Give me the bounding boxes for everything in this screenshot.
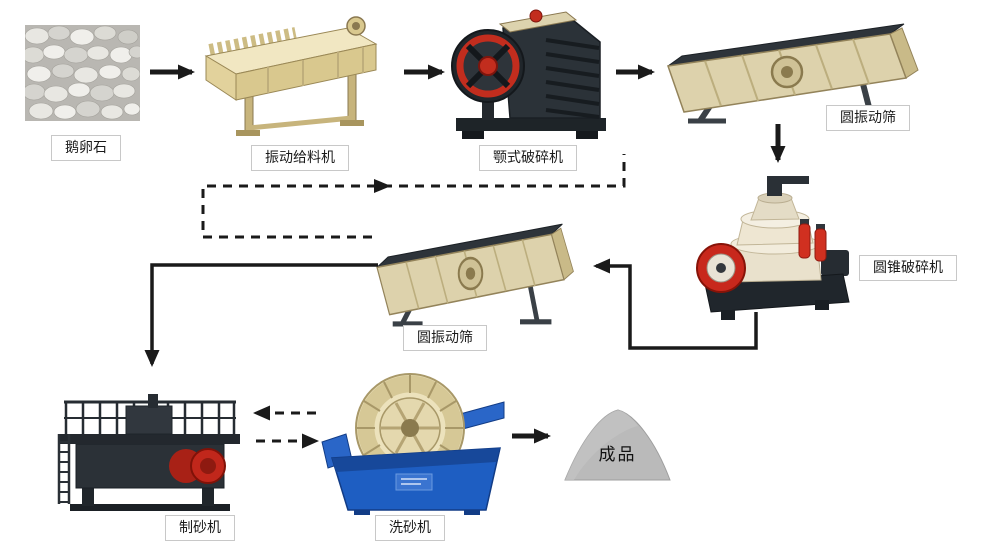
label-sand-maker: 制砂机 bbox=[165, 515, 235, 541]
sand-washer-illustration bbox=[321, 373, 505, 515]
label-cone-crusher: 圆锥破碎机 bbox=[859, 255, 957, 281]
jaw-crusher-illustration bbox=[451, 9, 606, 139]
sand-maker-illustration bbox=[57, 394, 240, 511]
pebbles-image bbox=[25, 25, 140, 121]
arrow-screen-mid-to-sand-maker bbox=[144, 263, 378, 367]
vibrating-feeder-image bbox=[198, 12, 396, 140]
pebbles-illustration bbox=[25, 25, 140, 121]
label-screen-top: 圆振动筛 bbox=[826, 105, 910, 131]
vibrating-screen-illustration bbox=[666, 23, 919, 124]
label-feeder: 振动给料机 bbox=[251, 145, 349, 171]
vibrating-feeder-illustration bbox=[204, 16, 378, 136]
cone-crusher-image bbox=[693, 166, 855, 328]
product-pile-illustration bbox=[564, 409, 671, 481]
sand-washer-image bbox=[318, 370, 508, 516]
label-screen-mid: 圆振动筛 bbox=[403, 325, 487, 351]
product-pile-image: 成品 bbox=[560, 400, 675, 482]
dashed-return-arrowhead bbox=[374, 179, 391, 193]
sand-maker-image bbox=[52, 378, 247, 516]
vibrating-screen-top-image bbox=[653, 20, 935, 124]
jaw-crusher-image bbox=[448, 6, 610, 144]
label-sand-washer: 洗砂机 bbox=[375, 515, 445, 541]
label-pebbles: 鹅卵石 bbox=[51, 135, 121, 161]
label-jaw-crusher: 颚式破碎机 bbox=[479, 145, 577, 171]
vibrating-screen-mid-image bbox=[366, 220, 586, 327]
cone-crusher-illustration bbox=[696, 176, 850, 320]
vibrating-screen-illustration bbox=[376, 223, 574, 327]
product-label: 成品 bbox=[598, 445, 637, 465]
